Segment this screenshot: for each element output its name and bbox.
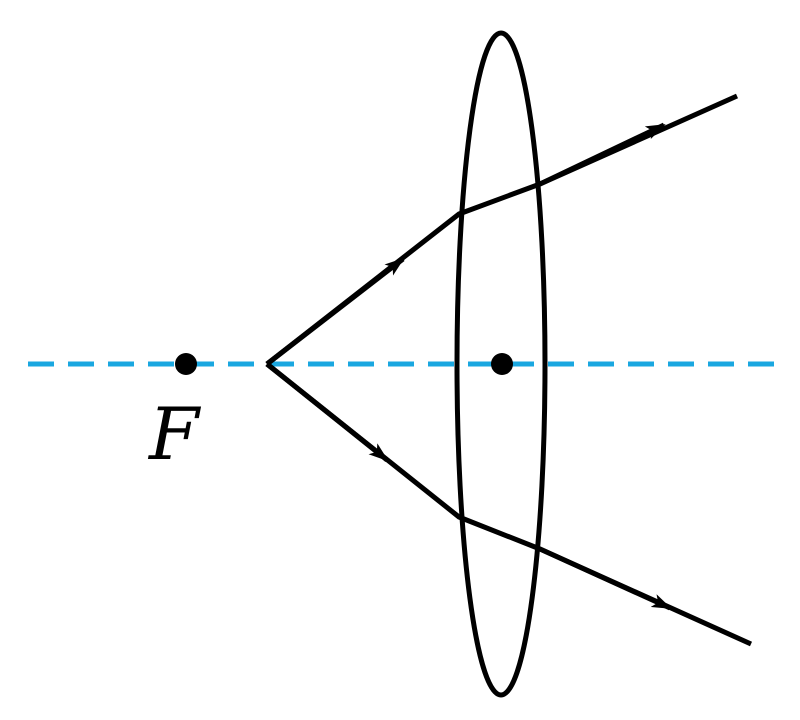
focal-point-dot — [175, 353, 197, 375]
lower-ray-incident-arrow — [265, 362, 389, 462]
convex-lens — [454, 30, 548, 698]
lower-ray-refracted-arrow — [538, 546, 672, 611]
upper-ray — [265, 93, 739, 366]
upper-ray-incident-arrow — [265, 257, 405, 366]
lower-ray — [265, 362, 753, 647]
optical-center-dot — [491, 353, 513, 375]
focus-label: F — [147, 392, 202, 476]
upper-ray-refracted-arrow — [538, 122, 666, 187]
